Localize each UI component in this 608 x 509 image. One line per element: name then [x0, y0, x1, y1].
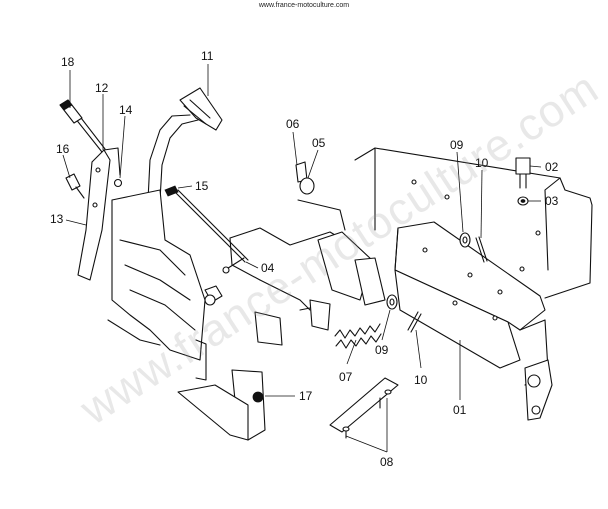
- callout-10-lower: 10: [414, 373, 428, 387]
- plate-08: [329, 377, 399, 439]
- callout-15: 15: [195, 179, 209, 193]
- callout-02: 02: [545, 160, 559, 174]
- main-bracket-01: [394, 221, 553, 421]
- callout-03: 03: [545, 194, 559, 208]
- lower-brackets: [177, 311, 283, 441]
- callout-11: 11: [201, 49, 214, 63]
- callout-05: 05: [312, 136, 326, 150]
- callout-16: 16: [56, 142, 70, 156]
- callout-07: 07: [339, 370, 353, 384]
- callout-06: 06: [286, 117, 300, 131]
- pins-and-washers: [386, 232, 488, 333]
- callout-13: 13: [50, 212, 64, 226]
- callout-18: 18: [61, 55, 75, 69]
- callout-01: 01: [453, 403, 467, 417]
- callout-04: 04: [261, 261, 275, 275]
- leader-lines: [62, 64, 542, 453]
- left-bracket-housing: [107, 189, 223, 381]
- callout-10-upper: 10: [475, 156, 489, 170]
- callout-14: 14: [119, 103, 133, 117]
- callout-09-lower: 09: [375, 343, 389, 357]
- callout-08: 08: [380, 455, 394, 469]
- callout-09-upper: 09: [450, 138, 464, 152]
- callout-17: 17: [299, 389, 313, 403]
- site-url-header[interactable]: www.france-motoculture.com: [258, 2, 350, 9]
- control-lever-assembly: [59, 99, 123, 281]
- pivot-bracket: [295, 161, 386, 331]
- callout-labels: 18 12 14 16 13 11 15 04 06 05 09 10 02 0…: [50, 49, 559, 469]
- bolt-and-washer: [515, 157, 531, 206]
- return-spring: [334, 323, 382, 349]
- callout-12: 12: [95, 81, 109, 95]
